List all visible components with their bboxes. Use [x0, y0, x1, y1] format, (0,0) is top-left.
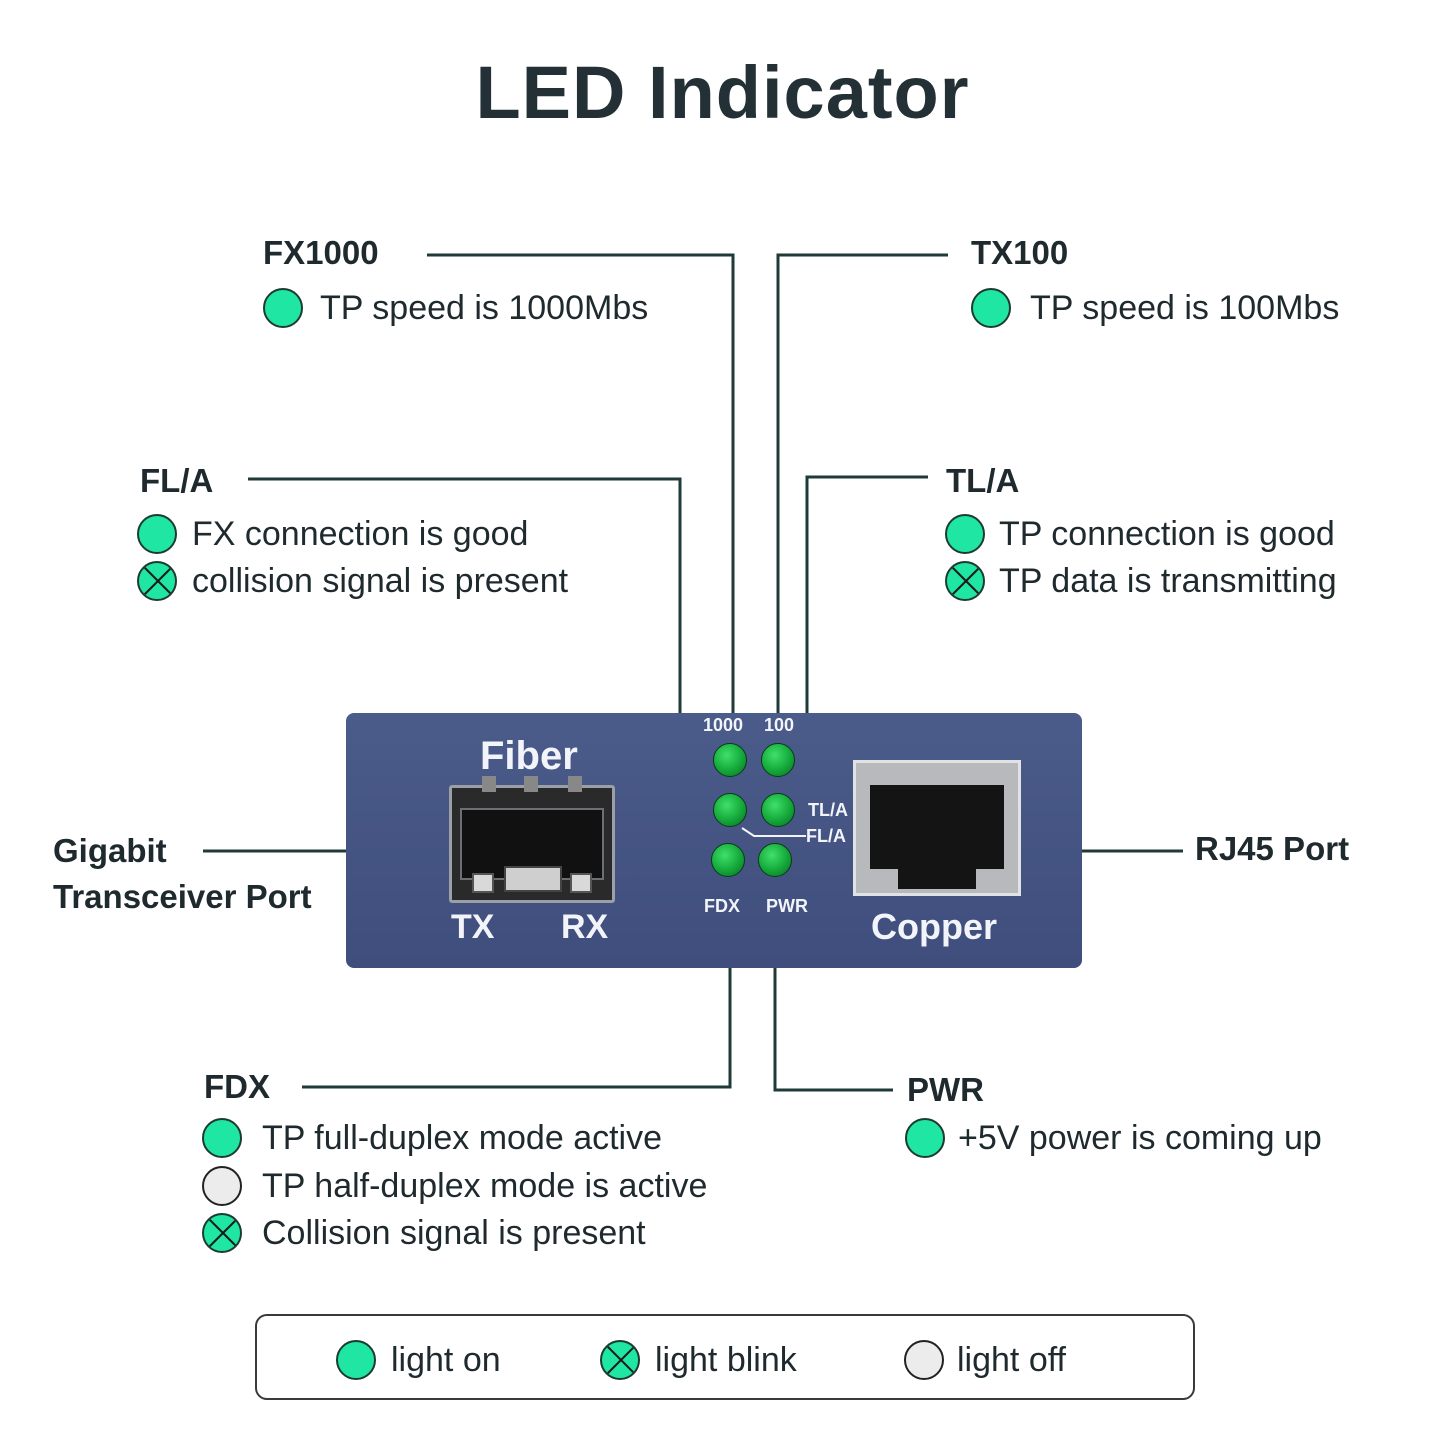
- pwr-label: PWR: [907, 1071, 984, 1108]
- light-on-icon: [945, 514, 985, 554]
- tla-label: TL/A: [946, 462, 1020, 499]
- fdx-item-2: TP half-duplex mode is active: [202, 1166, 707, 1206]
- fx1000-label: FX1000: [263, 234, 379, 271]
- light-blink-icon: [600, 1340, 640, 1380]
- tla-item-1: TP connection is good: [945, 514, 1335, 554]
- tla-text-1: TP connection is good: [999, 514, 1335, 553]
- rj45-label: RJ45 Port: [1195, 830, 1350, 867]
- light-blink-icon: [202, 1213, 242, 1253]
- fdx-text-2: TP half-duplex mode is active: [262, 1166, 708, 1205]
- fla-item-2: collision signal is present: [137, 561, 568, 601]
- led-fla-label: FL/A: [806, 826, 846, 846]
- legend-blink: light blink: [600, 1340, 797, 1380]
- fiber-label: Fiber: [480, 734, 578, 778]
- legend-off-text: light off: [957, 1340, 1067, 1379]
- tx-slot: [472, 873, 494, 893]
- legend-on-text: light on: [391, 1340, 501, 1379]
- light-on-icon: [905, 1118, 945, 1158]
- light-on-icon: [137, 514, 177, 554]
- led-tla: [761, 793, 795, 827]
- rj45-notch: [898, 867, 976, 889]
- pwr-item: +5V power is coming up: [905, 1118, 1322, 1158]
- sfp-tab: [482, 776, 496, 792]
- led-pwr: [758, 843, 792, 877]
- fdx-item-3: Collision signal is present: [202, 1213, 646, 1253]
- fdx-item-1: TP full-duplex mode active: [202, 1118, 662, 1158]
- fx1000-text: TP speed is 1000Mbs: [320, 288, 649, 327]
- fdx-label: FDX: [204, 1068, 270, 1105]
- rx-slot: [570, 873, 592, 893]
- rj45-socket: [870, 785, 1004, 869]
- fla-text-2: collision signal is present: [192, 561, 569, 600]
- tla-item-2: TP data is transmitting: [945, 561, 1337, 601]
- legend-on: light on: [336, 1340, 501, 1380]
- light-on-icon: [263, 288, 303, 328]
- light-blink-icon: [945, 561, 985, 601]
- tx100-item: TP speed is 100Mbs: [971, 288, 1339, 328]
- rj45-port[interactable]: [853, 760, 1021, 896]
- led-1000: [713, 743, 747, 777]
- tx-label: TX: [451, 908, 495, 946]
- page-title: LED Indicator: [475, 51, 970, 134]
- fdx-text-3: Collision signal is present: [262, 1213, 646, 1252]
- legend-box: [255, 1314, 1195, 1400]
- pwr-text: +5V power is coming up: [958, 1118, 1322, 1157]
- fla-text-1: FX connection is good: [192, 514, 529, 553]
- led-fla: [713, 793, 747, 827]
- legend-off: light off: [904, 1340, 1066, 1380]
- gigabit-label-2: Transceiver Port: [53, 878, 312, 915]
- legend-blink-text: light blink: [655, 1340, 797, 1379]
- fdx-text-1: TP full-duplex mode active: [262, 1118, 663, 1157]
- light-on-icon: [202, 1118, 242, 1158]
- sfp-latch: [504, 866, 562, 892]
- tx100-label: TX100: [971, 234, 1069, 271]
- light-blink-icon: [137, 561, 177, 601]
- copper-label: Copper: [871, 906, 997, 947]
- fla-item-1: FX connection is good: [137, 514, 528, 554]
- led-fdx: [711, 843, 745, 877]
- sfp-port[interactable]: [449, 776, 615, 903]
- led-100-label: 100: [764, 715, 795, 735]
- sfp-tab: [524, 776, 538, 792]
- fla-label: FL/A: [140, 462, 214, 499]
- light-off-icon: [202, 1166, 242, 1206]
- fla-bracket: [741, 827, 806, 837]
- light-off-icon: [904, 1340, 944, 1380]
- led-fdx-label: FDX: [704, 896, 740, 916]
- led-tla-label: TL/A: [808, 800, 848, 820]
- gigabit-label-1: Gigabit: [53, 832, 167, 869]
- tx100-text: TP speed is 100Mbs: [1030, 288, 1340, 327]
- rx-label: RX: [561, 908, 609, 946]
- led-100: [761, 743, 795, 777]
- led-1000-label: 1000: [703, 715, 744, 735]
- line-tx100: [776, 253, 948, 760]
- line-fx1000: [427, 253, 735, 760]
- led-pwr-label: PWR: [766, 896, 808, 916]
- tla-text-2: TP data is transmitting: [999, 561, 1337, 600]
- light-on-icon: [336, 1340, 376, 1380]
- fx1000-item: TP speed is 1000Mbs: [263, 288, 648, 328]
- sfp-tab: [568, 776, 582, 792]
- light-on-icon: [971, 288, 1011, 328]
